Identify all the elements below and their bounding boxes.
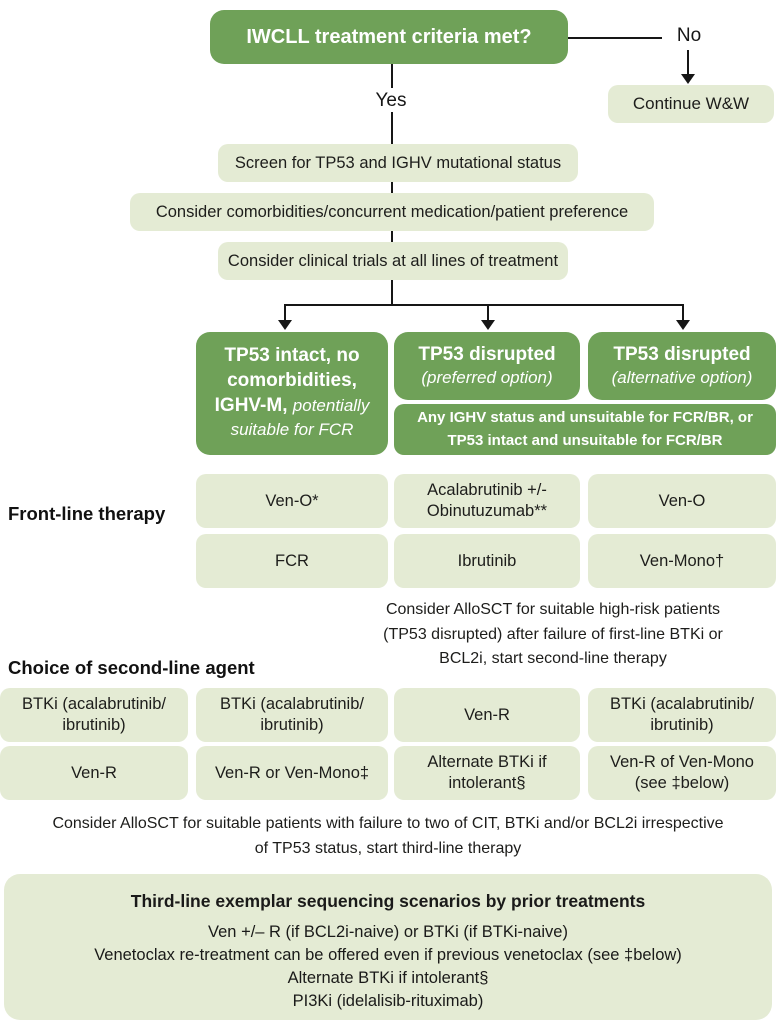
connector-branch-stem: [391, 280, 393, 306]
branch-left-bold-text: TP53 intact, no comorbidities, IGHV-M,: [214, 345, 360, 416]
note-allosct-third: Consider AlloSCT for suitable patients w…: [0, 812, 776, 861]
frontline-cell-acalabrutinib: Acalabrutinib +/- Obinutuzumab**: [394, 474, 580, 528]
arrow-right-head: [676, 320, 690, 330]
secondline-cell-c1r2: Ven-R: [0, 746, 188, 800]
branch-span-note-line1: Any IGHV status and unsuitable for FCR/B…: [417, 409, 753, 426]
connector-step-1: [391, 182, 393, 193]
connector-yes-bottom: [391, 112, 393, 144]
branch-right-italic-text: (alternative option): [611, 368, 753, 388]
arrow-left-head: [278, 320, 292, 330]
note-allosct-second-line2: (TP53 disrupted) after failure of first-…: [383, 625, 723, 643]
arrow-no-head: [681, 74, 695, 84]
secondline-cell-c2r2: Ven-R or Ven-Mono‡: [196, 746, 388, 800]
secondline-cell-c2r1: BTKi (acalabrutinib/ ibrutinib): [196, 688, 388, 742]
note-allosct-third-line1: Consider AlloSCT for suitable patients w…: [52, 815, 724, 832]
frontline-cell-ven-o-alt: Ven-O: [588, 474, 776, 528]
thirdline-line2: Venetoclax re-treatment can be offered e…: [94, 946, 682, 964]
note-allosct-second: Consider AlloSCT for suitable high-risk …: [330, 598, 776, 672]
branch-middle-italic-text: (preferred option): [421, 368, 553, 388]
secondline-cell-c4r2: Ven-R of Ven-Mono (see ‡below): [588, 746, 776, 800]
branch-span-note: Any IGHV status and unsuitable for FCR/B…: [394, 404, 776, 455]
branch-middle-bold-text: TP53 disrupted: [418, 343, 556, 365]
thirdline-lines: Ven +/– R (if BCL2i-naive) or BTKi (if B…: [4, 921, 772, 1013]
connector-no-line: [568, 37, 662, 39]
branch-header-tp53-disrupted-alternative: TP53 disrupted (alternative option): [588, 332, 776, 400]
frontline-cell-ven-o: Ven-O*: [196, 474, 388, 528]
secondline-cell-c1r1: BTKi (acalabrutinib/ ibrutinib): [0, 688, 188, 742]
secondline-cell-c3r2: Alternate BTKi if intolerant§: [394, 746, 580, 800]
edge-label-yes: Yes: [375, 90, 407, 111]
secondline-cell-c3r1: Ven-R: [394, 688, 580, 742]
branch-right-bold-text: TP53 disrupted: [613, 343, 751, 365]
frontline-cell-fcr: FCR: [196, 534, 388, 588]
branch-left-italic-text: potentially suitable for FCR: [230, 395, 370, 440]
thirdline-panel: Third-line exemplar sequencing scenarios…: [4, 874, 772, 1020]
step-clinical-trials: Consider clinical trials at all lines of…: [218, 242, 568, 280]
branch-span-note-line2: TP53 intact and unsuitable for FCR/BR: [447, 431, 723, 449]
step-screen-tp53-ighv: Screen for TP53 and IGHV mutational stat…: [218, 144, 578, 182]
thirdline-line3: Alternate BTKi if intolerant§: [287, 969, 489, 987]
frontline-cell-ibrutinib: Ibrutinib: [394, 534, 580, 588]
frontline-cell-ven-mono: Ven-Mono†: [588, 534, 776, 588]
arrow-middle-head: [481, 320, 495, 330]
note-allosct-second-line1: Consider AlloSCT for suitable high-risk …: [385, 601, 721, 618]
arrow-left-shaft: [284, 306, 286, 321]
step-comorbidities: Consider comorbidities/concurrent medica…: [130, 193, 654, 231]
row-label-frontline: Front-line therapy: [8, 503, 166, 524]
thirdline-line4: PI3Ki (idelalisib-rituximab): [292, 992, 484, 1010]
note-allosct-second-line3: BCL2i, start second-line therapy: [439, 650, 667, 667]
arrow-right-shaft: [682, 306, 684, 321]
note-allosct-third-line2: of TP53 status, start third-line therapy: [254, 839, 522, 857]
decision-node: IWCLL treatment criteria met?: [210, 10, 568, 64]
branch-header-tp53-disrupted-preferred: TP53 disrupted (preferred option): [394, 332, 580, 400]
node-continue-ww: Continue W&W: [608, 85, 774, 123]
row-label-secondline: Choice of second-line agent: [8, 657, 255, 678]
secondline-cell-c4r1: BTKi (acalabrutinib/ ibrutinib): [588, 688, 776, 742]
arrow-no-shaft: [687, 50, 689, 75]
thirdline-title: Third-line exemplar sequencing scenarios…: [130, 891, 646, 911]
connector-yes-top: [391, 64, 393, 88]
branch-header-tp53-intact: TP53 intact, no comorbidities, IGHV-M, p…: [196, 332, 388, 455]
edge-label-no: No: [676, 25, 702, 46]
connector-step-2: [391, 231, 393, 242]
arrow-middle-shaft: [487, 306, 489, 321]
connector-branch-bar: [284, 304, 684, 306]
thirdline-line1: Ven +/– R (if BCL2i-naive) or BTKi (if B…: [208, 923, 568, 941]
